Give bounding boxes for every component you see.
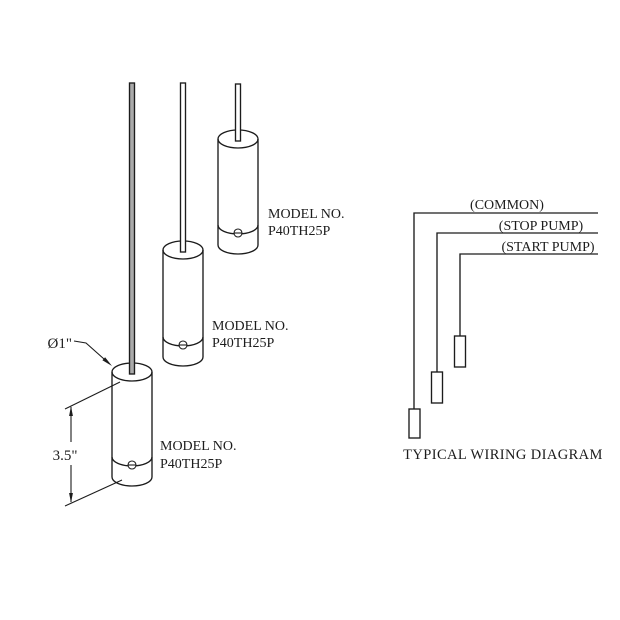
wire-start-pump: (START PUMP)	[453, 240, 598, 368]
model-label-line2: P40TH25P	[212, 336, 274, 351]
dimension-arrow-down-icon	[69, 493, 73, 503]
wire-stop-pump: (STOP PUMP)	[430, 219, 598, 404]
probe-rod	[179, 82, 187, 253]
model-label-line1: MODEL NO.	[268, 207, 344, 222]
wire-common: (COMMON)	[408, 198, 598, 439]
wiring-diagram-caption: TYPICAL WIRING DIAGRAM	[403, 447, 603, 463]
electrode-symbol	[453, 335, 467, 368]
probe-body-bottom	[162, 356, 204, 367]
extension-line-bottom	[64, 479, 123, 507]
model-label-line1: MODEL NO.	[212, 319, 288, 334]
probe-front: MODEL NO. P40TH25P	[111, 82, 236, 487]
extension-line-top	[64, 381, 121, 410]
wiring-diagram: (COMMON) (STOP PUMP) (START PUMP) TYPICA…	[403, 198, 603, 463]
height-dimension: 3.5"	[53, 381, 123, 507]
dimension-arrow-up-icon	[69, 406, 73, 416]
wire-line	[459, 253, 598, 336]
wire-label: (COMMON)	[470, 198, 544, 213]
electrode-symbol	[430, 371, 444, 404]
leader-arrowhead-icon	[102, 357, 112, 366]
model-label-line2: P40TH25P	[268, 224, 330, 239]
probe-top-right: MODEL NO. P40TH25P	[217, 83, 344, 255]
diameter-label: Ø1"	[48, 336, 72, 352]
wire-label: (START PUMP)	[501, 240, 594, 255]
electrode-symbol	[408, 408, 421, 439]
height-label: 3.5"	[53, 448, 78, 464]
wire-line	[436, 232, 598, 372]
probe-rod	[128, 82, 136, 375]
wire-label: (STOP PUMP)	[499, 219, 584, 234]
probe-body-bottom	[111, 476, 153, 487]
wire-line	[413, 212, 598, 409]
model-label-line2: P40TH25P	[160, 457, 222, 472]
probe-middle: MODEL NO. P40TH25P	[162, 82, 288, 367]
diameter-callout: Ø1"	[48, 336, 112, 366]
probe-body-bottom	[217, 244, 259, 255]
leader-line	[73, 340, 105, 360]
model-label-line1: MODEL NO.	[160, 439, 236, 454]
probe-rod	[234, 83, 242, 142]
